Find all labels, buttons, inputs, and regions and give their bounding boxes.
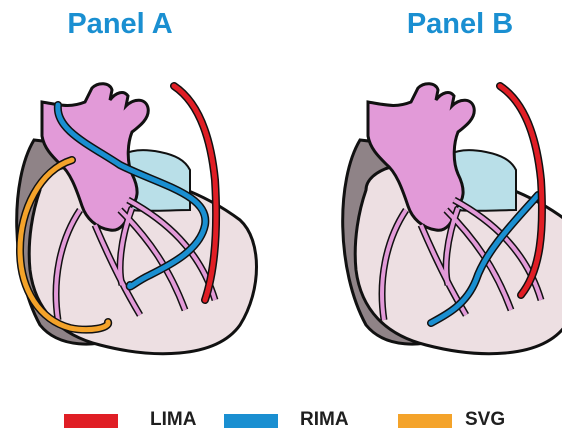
panel-a-heart-diagram	[0, 60, 282, 360]
lima-legend-label: LIMA	[150, 409, 196, 431]
panel-b-heart-diagram	[326, 60, 562, 360]
lima-swatch	[64, 414, 118, 428]
svg-legend-label: SVG	[465, 409, 505, 431]
rima-swatch	[224, 414, 278, 428]
rima-legend-label: RIMA	[300, 409, 349, 431]
svg-swatch	[398, 414, 452, 428]
panel-b-title: Panel B	[360, 8, 560, 41]
panel-a-title: Panel A	[20, 8, 220, 41]
